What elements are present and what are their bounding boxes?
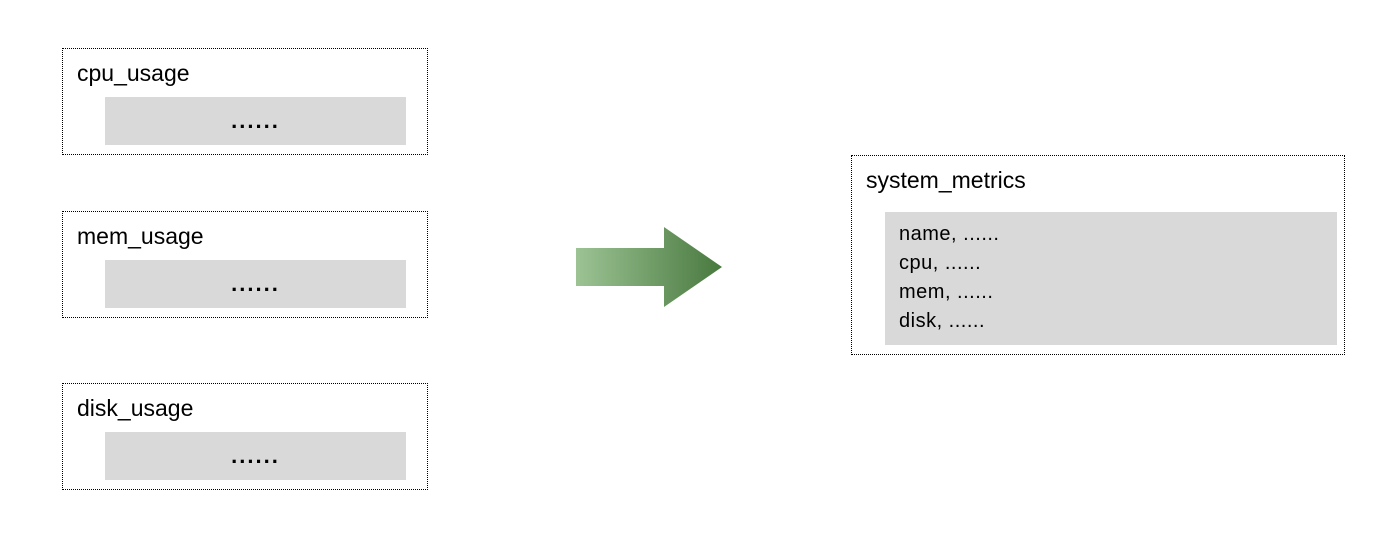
system-metrics-title: system_metrics [866, 167, 1026, 193]
system-metrics-rows: name, ...... cpu, ...... mem, ...... dis… [885, 212, 1337, 345]
disk-usage-box: disk_usage ...... [62, 383, 428, 490]
cpu-usage-placeholder: ...... [105, 97, 406, 145]
disk-usage-title: disk_usage [77, 395, 194, 421]
mem-usage-box: mem_usage ...... [62, 211, 428, 318]
mem-usage-placeholder: ...... [105, 260, 406, 308]
disk-usage-placeholder: ...... [105, 432, 406, 480]
system-metrics-row-cpu: cpu, ...... [899, 252, 982, 274]
system-metrics-row-disk: disk, ...... [899, 310, 986, 332]
cpu-usage-title: cpu_usage [77, 60, 190, 86]
system-metrics-row-mem: mem, ...... [899, 281, 994, 303]
merge-arrow-icon [576, 227, 722, 307]
system-metrics-row-name: name, ...... [899, 223, 1000, 245]
system-metrics-box: system_metrics name, ...... cpu, ...... … [851, 155, 1345, 355]
cpu-usage-box: cpu_usage ...... [62, 48, 428, 155]
mem-usage-title: mem_usage [77, 223, 204, 249]
